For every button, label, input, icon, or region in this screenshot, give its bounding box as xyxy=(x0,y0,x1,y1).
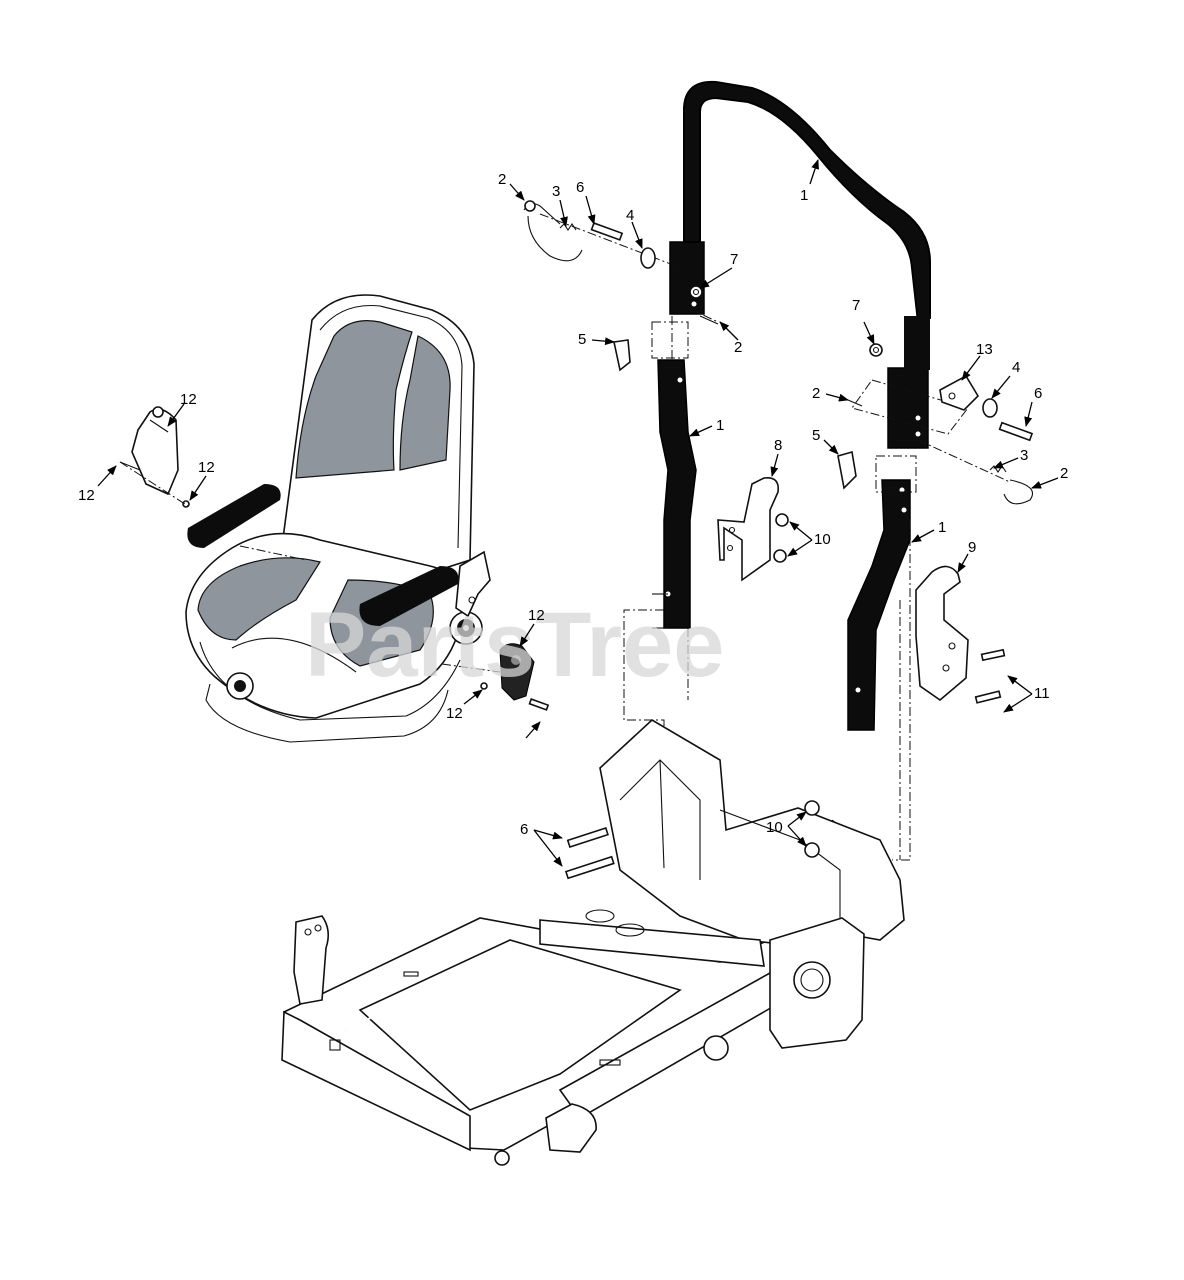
callout-label: 9 xyxy=(968,539,976,556)
callout-label: 5 xyxy=(812,427,820,444)
buckle-assembly-line xyxy=(441,663,501,673)
callout-label: 7 xyxy=(852,297,860,314)
callout-label: 6 xyxy=(520,821,528,838)
callout-label: 2 xyxy=(812,385,820,402)
callout-label: 6 xyxy=(576,179,584,196)
callout-label: 3 xyxy=(552,183,560,200)
seat-assembly xyxy=(185,294,491,743)
bracket-left xyxy=(717,476,789,582)
seat-belt-buckle xyxy=(480,643,550,711)
callout-label: 12 xyxy=(528,607,545,624)
callout-label: 12 xyxy=(180,391,197,408)
seat-assembly-line xyxy=(239,545,307,561)
callout-label: 7 xyxy=(730,251,738,268)
callout-label: 2 xyxy=(1060,465,1068,482)
chassis-frame xyxy=(281,719,905,1166)
callout-label: 4 xyxy=(626,207,634,224)
callout-label: 13 xyxy=(976,341,993,358)
callout-label: 10 xyxy=(814,531,831,548)
callout-label: 12 xyxy=(198,459,215,476)
hardware-upper-left xyxy=(523,200,719,325)
callout-label: 3 xyxy=(1020,447,1028,464)
callout-label: 2 xyxy=(498,171,506,188)
roll-bar-lower-right xyxy=(847,479,911,731)
callouts: 1 1 1 2 2 2 2 3 3 4 4 5 5 xyxy=(78,159,1068,867)
roll-bar-lower-left xyxy=(652,359,697,629)
hardware-right xyxy=(837,343,1034,505)
callout-label: 12 xyxy=(78,487,95,504)
callout-label: 1 xyxy=(938,519,946,536)
callout-label: 10 xyxy=(766,819,783,836)
callout-label: 5 xyxy=(578,331,586,348)
callout-label: 6 xyxy=(1034,385,1042,402)
clip-left xyxy=(613,339,631,372)
callout-label: 2 xyxy=(734,339,742,356)
callout-label: 1 xyxy=(716,417,724,434)
callout-label: 12 xyxy=(446,705,463,722)
callout-label: 4 xyxy=(1012,359,1020,376)
retractor-assembly-line xyxy=(119,461,189,507)
callout-label: 8 xyxy=(774,437,782,454)
bracket-right xyxy=(915,565,1006,704)
callout-label: 11 xyxy=(1034,685,1050,702)
roll-bar-hoop xyxy=(669,80,931,449)
callout-label: 1 xyxy=(800,187,808,204)
watermark: PartsTree xyxy=(305,594,724,696)
seat-belt-retractor xyxy=(119,406,190,508)
